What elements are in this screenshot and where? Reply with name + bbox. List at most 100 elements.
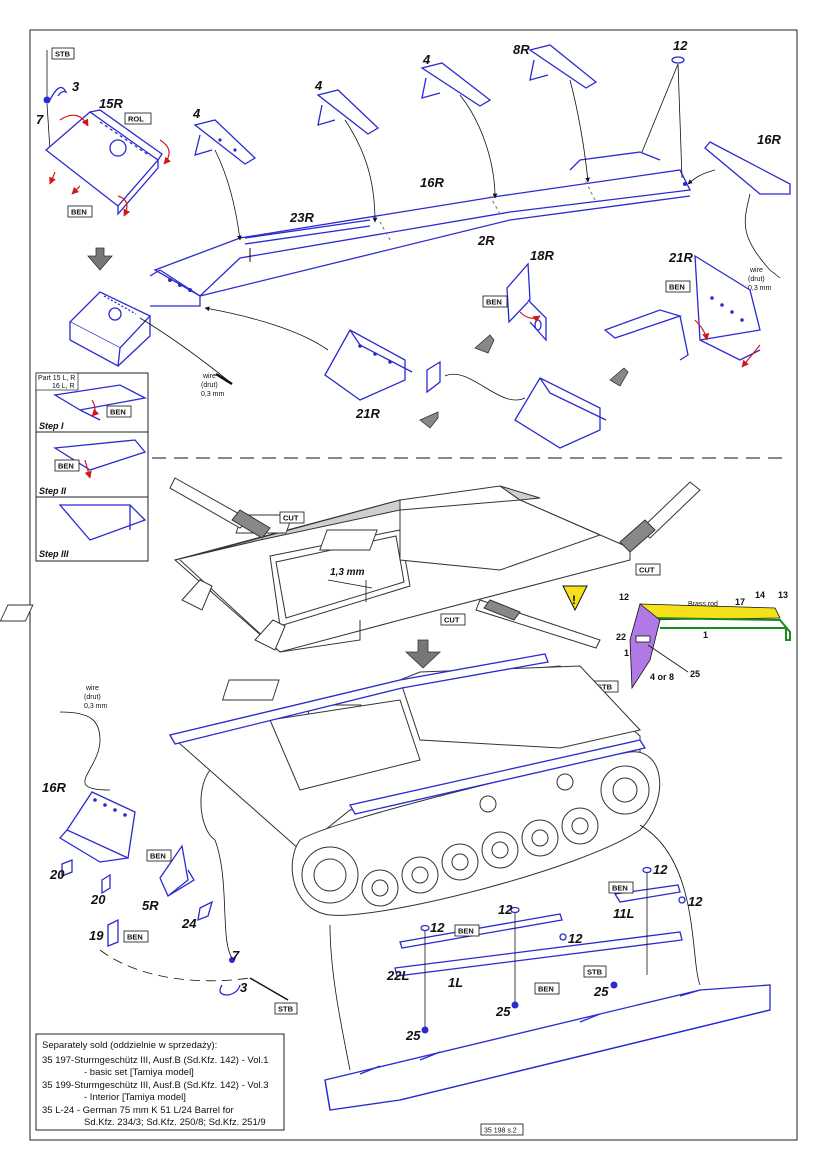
part-4-label-c: 4 — [422, 52, 431, 67]
warning-mark: ! — [572, 593, 576, 607]
part-16R-label-top: 16R — [757, 132, 781, 147]
lower-fender-parts: BEN BEN BEN 22L 1L 11L 12 12 12 12 12 25… — [386, 862, 703, 1043]
sec-brass-rod: Brass rod — [688, 601, 718, 608]
part-11L-label: 11L — [613, 906, 634, 921]
part-7-label: 7 — [36, 112, 44, 127]
wire-label-r3: 0,3 mm — [748, 285, 772, 292]
part-24-label: 24 — [181, 916, 197, 931]
steps-panel: Part 15 L, R 16 L, R BEN Step I BEN Step… — [35, 372, 149, 562]
ben-tag-step2: BEN — [58, 462, 74, 471]
bracket-4-right: 4 — [420, 52, 498, 199]
part-3-hook — [49, 86, 68, 101]
sec-1: 1 — [703, 630, 708, 640]
rol-tag: ROL — [128, 115, 144, 124]
part-2R-label: 2R — [477, 233, 495, 248]
ben-tag-11L: BEN — [612, 884, 628, 893]
part-18R: 18R BEN — [482, 248, 554, 342]
part-16R-label-low: 16R — [42, 780, 66, 795]
road-wheel — [441, 843, 479, 881]
stb-tag: STB — [55, 50, 71, 59]
sec-22: 22 — [616, 632, 626, 642]
part-3-label-low: 3 — [240, 980, 248, 995]
part-12-label-b: 12 — [498, 902, 513, 917]
sec-12: 12 — [619, 592, 629, 602]
hull-top-view — [0, 477, 701, 653]
ben-tag-1L: BEN — [538, 985, 554, 994]
cut-tag-2: CUT — [639, 566, 655, 575]
road-wheel — [521, 819, 559, 857]
arrow-icon — [419, 411, 439, 429]
part-7-label-low: 7 — [232, 948, 240, 963]
arrow-icon — [609, 367, 629, 387]
sec-25: 25 — [690, 669, 700, 679]
road-wheel — [401, 856, 439, 894]
bracket-4-mid: 4 — [314, 78, 380, 223]
warning-icon: ! — [562, 585, 588, 612]
part-1L-label: 1L — [448, 975, 463, 990]
page-frame — [29, 29, 798, 1141]
road-wheel — [361, 869, 399, 907]
measure-label: 1,3 mm — [330, 567, 365, 578]
sec-1b: 1 — [624, 648, 629, 658]
idler-wheel — [600, 765, 650, 815]
part-20-label-b: 20 — [90, 892, 106, 907]
sec-17: 17 — [735, 597, 745, 607]
part-12-label-e: 12 — [688, 894, 703, 909]
part-25-label-b: 25 — [495, 1004, 511, 1019]
part-25-label-c: 25 — [593, 984, 609, 999]
part-15R-folded: wire (drut) 0,3 mm — [68, 291, 233, 398]
wire-label-r1: wire — [749, 267, 763, 274]
wire-label-1: wire — [202, 373, 216, 380]
part-25-label-a: 25 — [405, 1028, 421, 1043]
arrow-icon — [474, 334, 495, 354]
cross-section-detail: 12 Brass rod 17 14 13 1 22 1 25 4 or 8 S… — [593, 590, 791, 693]
legend-line-5: 35 L-24 - German 75 mm K 51 L/24 Barrel … — [42, 1105, 234, 1116]
road-wheel — [481, 831, 519, 869]
bracket-4-left: 4 — [192, 106, 257, 241]
stb-tag-25: STB — [587, 968, 603, 977]
hull-with-tracks — [168, 653, 661, 916]
part-21R-right: 21R BEN — [603, 250, 761, 368]
ben-tag-5R: BEN — [150, 852, 166, 861]
part-4-label-a: 4 — [192, 106, 201, 121]
part-22L-label: 22L — [386, 968, 409, 983]
part-3-label: 3 — [72, 79, 80, 94]
step-note-2: 16 L, R — [52, 383, 75, 390]
wire-label-3: 0,3 mm — [201, 391, 225, 398]
part-21R-label-right: 21R — [668, 250, 693, 265]
part-19-label: 19 — [89, 928, 104, 943]
part-12-top: 12 — [641, 38, 688, 179]
part-21R-lower-right — [426, 360, 607, 449]
ben-tag-18R: BEN — [486, 298, 502, 307]
fender-assembly-top: 16R 23R 2R — [149, 151, 691, 307]
step-note-1: Part 15 L, R — [38, 375, 75, 382]
lower-long-fender — [324, 824, 771, 1111]
legend-line-3: 35 199-Sturmgeschütz III, Ausf.B (Sd.Kfz… — [42, 1080, 269, 1091]
part-7-ring — [43, 96, 51, 104]
legend-box: Separately sold (oddzielnie w sprzedaży)… — [35, 1033, 285, 1131]
stb-tag-low: STB — [278, 1005, 294, 1014]
hole — [109, 139, 127, 157]
wire-label-2: (drut) — [201, 382, 218, 389]
part-12-label-d: 12 — [653, 862, 668, 877]
wire-low-2: (drut) — [84, 694, 101, 701]
page-number: 35 198 s.2 — [484, 1128, 517, 1135]
part-8R-label: 8R — [513, 42, 530, 57]
ben-tag-22L: BEN — [458, 927, 474, 936]
legend-line-6: Sd.Kfz. 234/3; Sd.Kfz. 250/8; Sd.Kfz. 25… — [84, 1117, 266, 1128]
part-18R-label: 18R — [530, 248, 554, 263]
ben-tag-step1: BEN — [110, 408, 126, 417]
lower-left-parts: wire (drut) 0,3 mm 16R 20 20 19 BEN 5R B… — [42, 685, 298, 1015]
step-1-label: Step I — [39, 421, 64, 431]
arrow-down-icon — [87, 247, 113, 271]
sec-4-or-8: 4 or 8 — [650, 672, 674, 682]
ben-tag-19: BEN — [127, 933, 143, 942]
legend-line-2: - basic set [Tamiya model] — [84, 1067, 194, 1078]
stb-tag-sec: STB — [597, 683, 613, 692]
step-3-label: Step III — [39, 549, 69, 559]
wire-low-3: 0,3 mm — [84, 703, 108, 710]
part-12-label-c: 12 — [568, 931, 583, 946]
ben-tag-21R: BEN — [669, 283, 685, 292]
part-20-label-a: 20 — [49, 867, 65, 882]
